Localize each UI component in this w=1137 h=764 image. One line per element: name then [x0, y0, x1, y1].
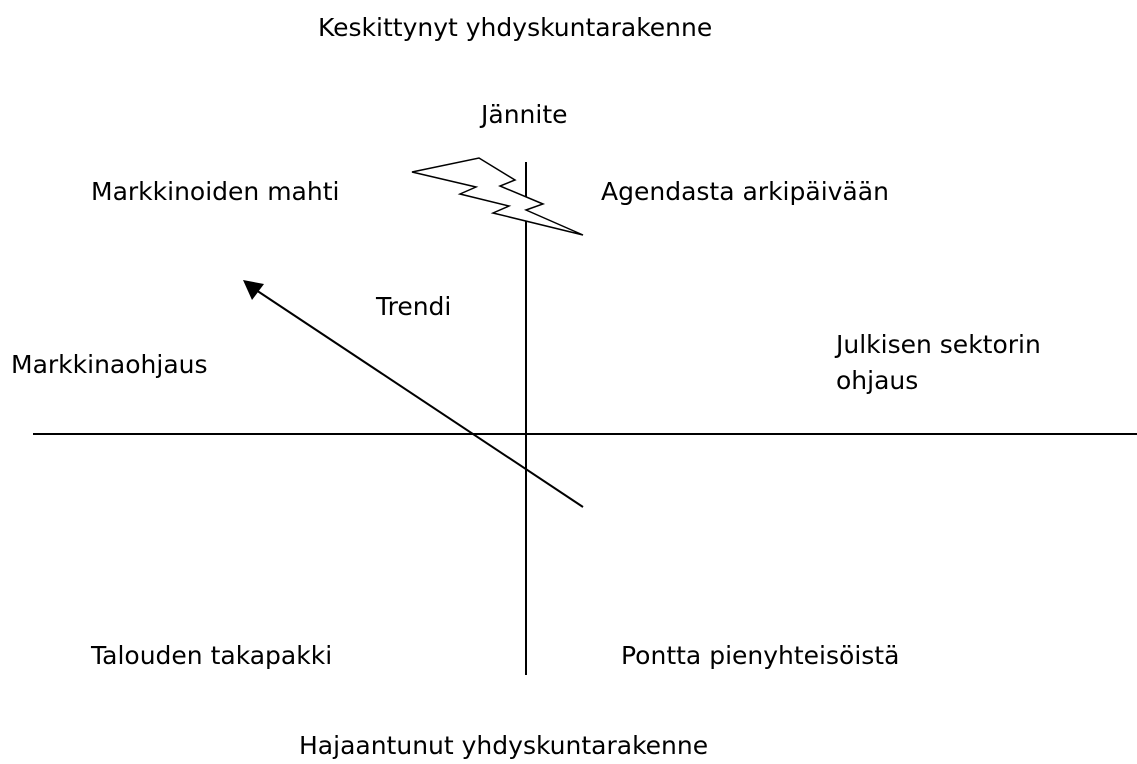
trend-arrowhead: [243, 280, 264, 300]
trend-arrow-line: [255, 289, 584, 508]
left-axis-label: Markkinaohjaus: [11, 350, 208, 379]
right-axis-label-line2: ohjaus: [836, 366, 919, 395]
lightning-bolt-icon: [411, 157, 584, 236]
quadrant-top-left-label: Markkinoiden mahti: [91, 177, 340, 206]
bottom-axis-label: Hajaantunut yhdyskuntarakenne: [299, 731, 709, 760]
quadrant-top-right-label: Agendasta arkipäivään: [601, 177, 889, 206]
quadrant-bottom-left-label: Talouden takapakki: [91, 641, 333, 670]
top-axis-label: Keskittynyt yhdyskuntarakenne: [318, 13, 713, 42]
tension-label: Jännite: [481, 100, 568, 129]
quadrant-bottom-right-label: Pontta pienyhteisöistä: [621, 641, 900, 670]
trend-label: Trendi: [376, 292, 452, 321]
right-axis-label-line1: Julkisen sektorin: [836, 330, 1041, 359]
